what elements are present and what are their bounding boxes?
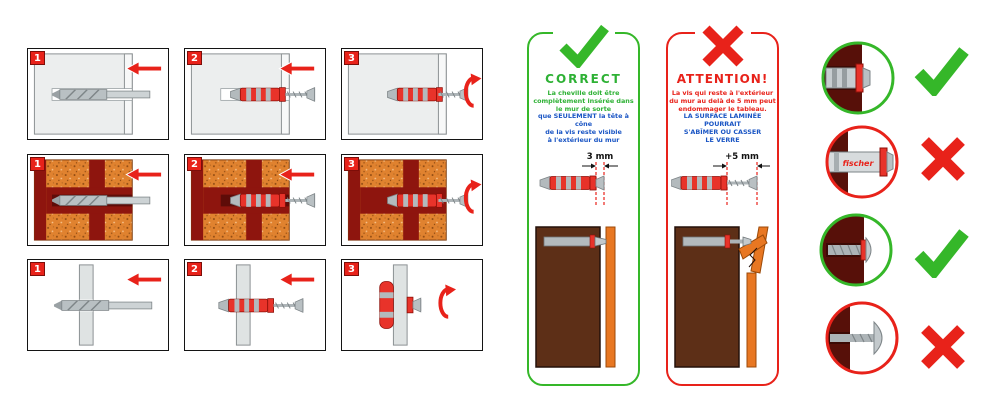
check-icon <box>552 24 615 70</box>
attention-text-block: La vis qui reste à l'extérieur du mur au… <box>668 89 777 145</box>
step-number-badge: 2 <box>187 51 202 65</box>
attention-text-line: La vis qui reste à l'extérieur <box>671 89 774 97</box>
attention-wall-illustration <box>673 225 769 368</box>
x-icon <box>694 24 751 68</box>
correct-text-line: que SEULEMENT la tête à cône <box>538 112 629 129</box>
example-anchor-flush-circle <box>820 40 896 116</box>
correct-measure-illustration: 3 mm <box>539 152 618 207</box>
measure-label: +5 mm <box>725 152 759 162</box>
insert-anchor-brick-wall-illustration <box>185 155 325 245</box>
result-check-icon <box>912 228 970 281</box>
step-number-badge: 3 <box>344 262 359 276</box>
attention-text-line: endommager le tableau. <box>678 104 767 113</box>
step-number-badge: 1 <box>30 51 45 65</box>
correct-text-line: à l'extérieur du mur <box>547 135 620 144</box>
result-x-icon <box>918 322 968 372</box>
insert-anchor-solid-wall-illustration <box>185 49 325 139</box>
result-check-icon <box>912 46 970 99</box>
folded-anchor-hollow-wall-illustration <box>342 260 482 350</box>
example-screw-flush-circle <box>818 212 894 288</box>
drive-screw-solid-wall-illustration <box>342 49 482 139</box>
attention-measure-illustration: +5 mm <box>670 152 770 207</box>
step-panel-solid-drill: 1 <box>27 48 169 140</box>
correct-wall-illustration <box>534 225 615 368</box>
step-panel-brick-drill: 1 <box>27 154 169 246</box>
step-number-badge: 1 <box>30 157 45 171</box>
correct-header: CORRECT <box>545 72 622 86</box>
measure-label: 3 mm <box>586 152 613 162</box>
step-panel-brick-drive-screw: 3 <box>341 154 483 246</box>
correct-text-block: La cheville doit être complètement insér… <box>529 89 638 145</box>
step-number-badge: 3 <box>344 157 359 171</box>
step-number-badge: 3 <box>344 51 359 65</box>
correct-panel: CORRECT La cheville doit être complèteme… <box>527 24 640 386</box>
correct-text-line: complètement insérée dans <box>533 96 634 105</box>
attention-text-line: LE VERRE <box>705 135 740 144</box>
attention-text-line: du mur au delà de 5 mm peut <box>669 96 776 105</box>
insert-anchor-hollow-wall-illustration <box>185 260 325 350</box>
step-panel-hollow-insert-anchor: 2 <box>184 259 326 351</box>
correct-text-line: La cheville doit être <box>547 89 620 97</box>
example-screw-protruding-circle <box>824 300 900 376</box>
drill-solid-wall-illustration <box>28 49 168 139</box>
drill-brick-wall-illustration <box>28 155 168 245</box>
attention-text-line: LA SURFACE LAMINÉE POURRAIT <box>683 112 762 129</box>
attention-panel: ATTENTION! La vis qui reste à l'extérieu… <box>666 24 779 386</box>
drive-screw-brick-wall-illustration <box>342 155 482 245</box>
attention-text-line: S'ABÎMER OU CASSER <box>683 127 762 136</box>
attention-header: ATTENTION! <box>676 72 769 86</box>
correct-text-line: le mur de sorte <box>555 104 612 113</box>
result-x-icon <box>918 134 968 184</box>
step-number-badge: 2 <box>187 262 202 276</box>
step-panel-hollow-drive-screw: 3 <box>341 259 483 351</box>
step-number-badge: 2 <box>187 157 202 171</box>
step-number-badge: 1 <box>30 262 45 276</box>
step-panel-hollow-drill: 1 <box>27 259 169 351</box>
step-panel-solid-drive-screw: 3 <box>341 48 483 140</box>
step-panel-solid-insert-anchor: 2 <box>184 48 326 140</box>
correct-text-line: de la vis reste visible <box>545 127 622 136</box>
anchor-brand-text: fischer <box>843 159 875 168</box>
step-panel-brick-insert-anchor: 2 <box>184 154 326 246</box>
drill-hollow-wall-illustration <box>28 260 168 350</box>
example-anchor-protruding-circle: fischer <box>824 124 900 200</box>
